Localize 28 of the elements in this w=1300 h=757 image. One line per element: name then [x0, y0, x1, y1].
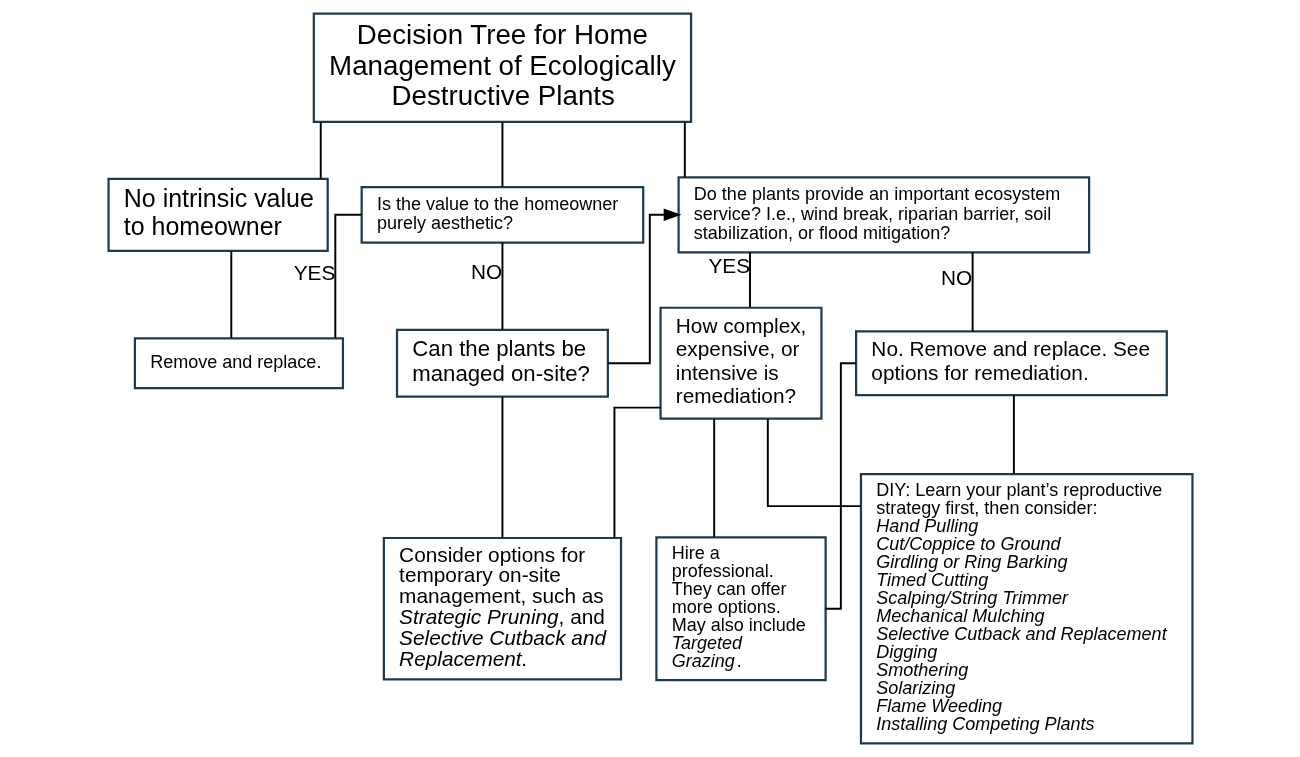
connector [333, 213, 362, 340]
node-box: Is the value to the homeowner purely aesthetic? [360, 186, 644, 244]
connector [712, 417, 715, 538]
connector [683, 121, 686, 179]
node-box: How complex, expensive, or intensive is remediation? [658, 306, 823, 420]
node-box: Do the plants provide an important ecosystem service? I.e., wind break, riparian barrier, soil stabilization, or flood mitigation? [677, 176, 1090, 254]
connector [1012, 394, 1015, 475]
edge-label: YES [707, 253, 750, 277]
connector [971, 251, 974, 333]
edge-label: NO [470, 260, 502, 284]
connector [229, 250, 232, 339]
node-box: Remove and replace. [133, 337, 344, 390]
connector [500, 121, 503, 189]
connector [612, 406, 661, 539]
node-box: Hire a professional. They can offer more options. May also include Targeted Grazing. [654, 536, 827, 682]
connector [500, 395, 503, 539]
node-box: Consider options for temporary on-site management, such as Strategic Pruning, and Selective Cutback and Replacement. [382, 536, 622, 681]
connector [500, 241, 503, 331]
node-box: No intrinsic value to homeowner [106, 177, 329, 252]
edge-label: NO [940, 265, 972, 289]
connector [319, 121, 322, 180]
node-box: Decision Tree for Home Management of Ecologically Destructive Plants [312, 12, 692, 123]
arrow [606, 208, 681, 365]
node-box: No. Remove and replace. See options for remediation. [854, 330, 1168, 397]
node-box: Can the plants be managed on-site? [395, 328, 609, 398]
connector [748, 251, 751, 309]
connector [766, 417, 862, 508]
node-box: DIY: Learn your plant’s reproductive strategy first, then consider: Hand Pulling Cut/Coppice to Ground Girdling or Ring Barking Timed Cutting Scalping/String Trimmer Mechanical Mulching Selective Cutback and Replacement Digging Smothering Solarizing Flame Weeding Installing Competing Plants [859, 473, 1194, 745]
